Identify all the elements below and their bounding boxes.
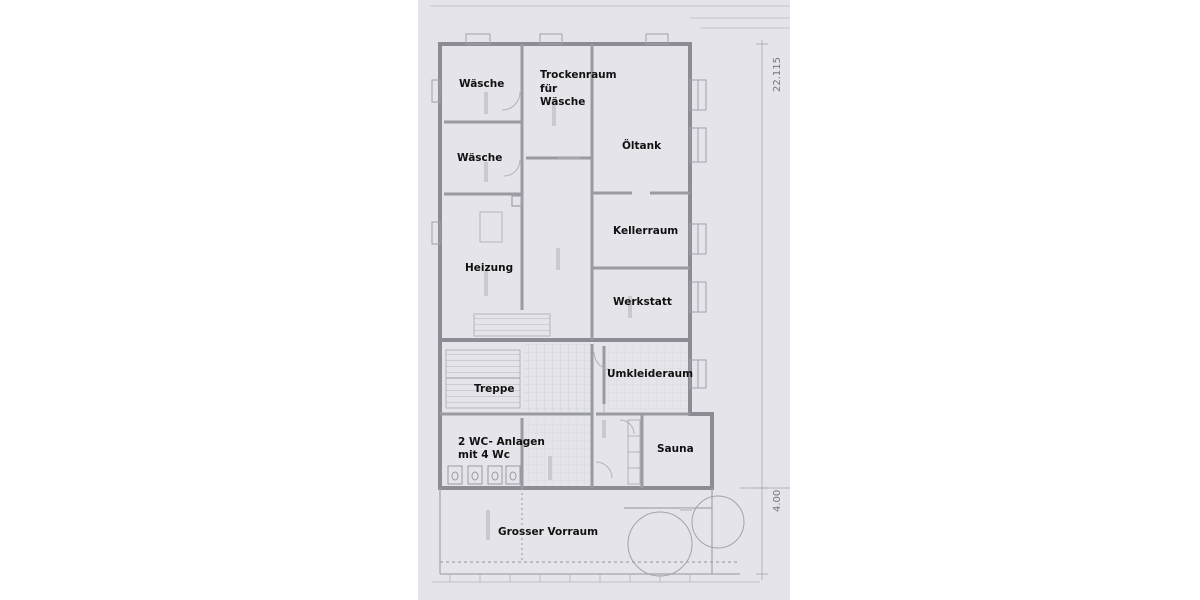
room-label-trockenraum-1: Trockenraum — [540, 69, 617, 81]
wc-fixtures — [447, 465, 521, 485]
paper-shade — [418, 0, 790, 600]
room-label-heizung: Heizung — [465, 262, 513, 274]
hall-tiles — [524, 344, 590, 412]
chimney-shaft — [511, 195, 523, 207]
room-label-sauna: Sauna — [657, 443, 694, 455]
room-label-oeltank: Öltank — [622, 138, 662, 152]
staircase-steps — [445, 349, 521, 409]
room-label-trockenraum-2: für — [540, 83, 558, 95]
windows — [431, 33, 707, 389]
paper-background — [418, 0, 790, 600]
top-strip — [430, 5, 790, 29]
dimension-label-bottom: 4.00 — [772, 490, 783, 512]
room-label-wc-2: mit 4 Wc — [458, 449, 510, 461]
cellar-stair-steps — [473, 313, 551, 337]
door-marks — [501, 91, 635, 479]
room-label-treppe: Treppe — [474, 383, 514, 395]
room-label-kellerraum: Kellerraum — [613, 225, 678, 237]
interior-walls — [440, 44, 690, 488]
room-label-vorraum: Grosser Vorraum — [498, 526, 598, 538]
room-label-trockenraum-3: Wäsche — [540, 96, 585, 108]
dimension-line-right — [740, 40, 790, 580]
room-label-waesche-1: Wäsche — [459, 78, 504, 90]
wc-tiles — [524, 418, 590, 486]
changing-room-tiles — [606, 346, 688, 410]
room-label-wc-1: 2 WC- Anlagen — [458, 436, 545, 448]
bottom-rail — [432, 574, 760, 583]
sauna-benches — [627, 419, 641, 485]
scan-noise-labels — [484, 92, 692, 540]
room-label-werkstatt: Werkstatt — [613, 296, 672, 308]
room-label-umkleideraum: Umkleideraum — [607, 368, 693, 380]
dimension-label-top: 22.115 — [772, 57, 783, 92]
room-label-waesche-2: Wäsche — [457, 152, 502, 164]
boiler-outline — [479, 211, 503, 243]
